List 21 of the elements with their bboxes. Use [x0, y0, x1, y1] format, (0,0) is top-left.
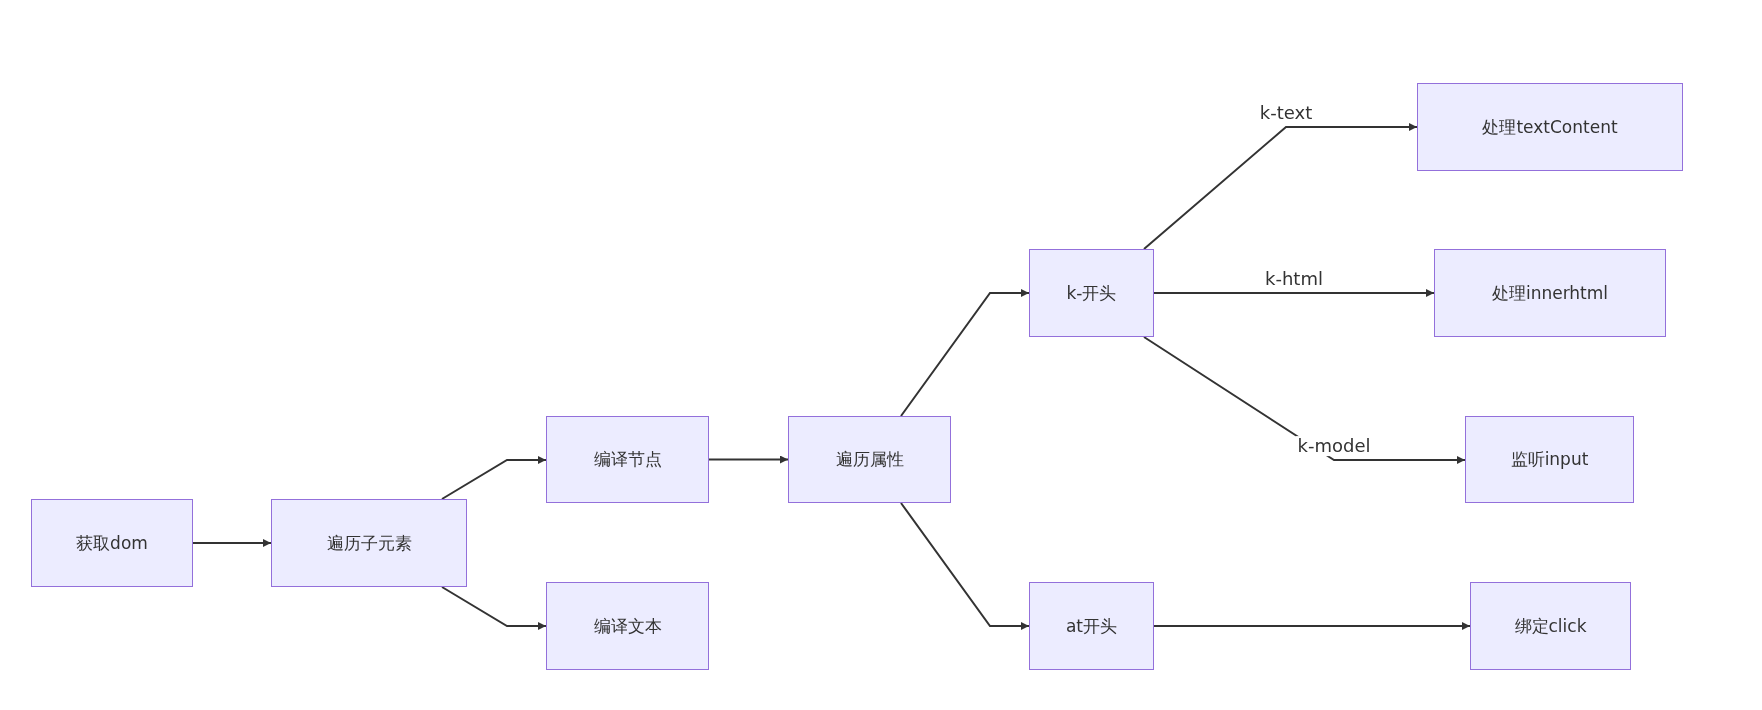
- process-box: 遍历子元素: [271, 499, 467, 587]
- arrow: [900, 289, 1030, 417]
- process-box: 处理textContent: [1417, 83, 1683, 171]
- process-box: 获取dom: [31, 499, 193, 587]
- arrow: [708, 455, 789, 464]
- process-box: at开头: [1029, 582, 1154, 670]
- arrow: [900, 502, 1030, 630]
- process-box: 绑定click: [1470, 582, 1631, 670]
- process-box: 编译节点: [546, 416, 709, 503]
- process-box: k-开头: [1029, 249, 1154, 337]
- arrow: [1143, 123, 1418, 250]
- process-box: 编译文本: [546, 582, 709, 670]
- process-box: 处理innerhtml: [1434, 249, 1666, 337]
- arrow: [1153, 289, 1435, 297]
- arrow: [441, 456, 547, 500]
- process-box: 监听input: [1465, 416, 1634, 503]
- arrow: [1143, 336, 1466, 464]
- arrow: [441, 586, 547, 630]
- process-box: 遍历属性: [788, 416, 951, 503]
- arrow: [192, 539, 272, 547]
- arrow: [1153, 622, 1471, 630]
